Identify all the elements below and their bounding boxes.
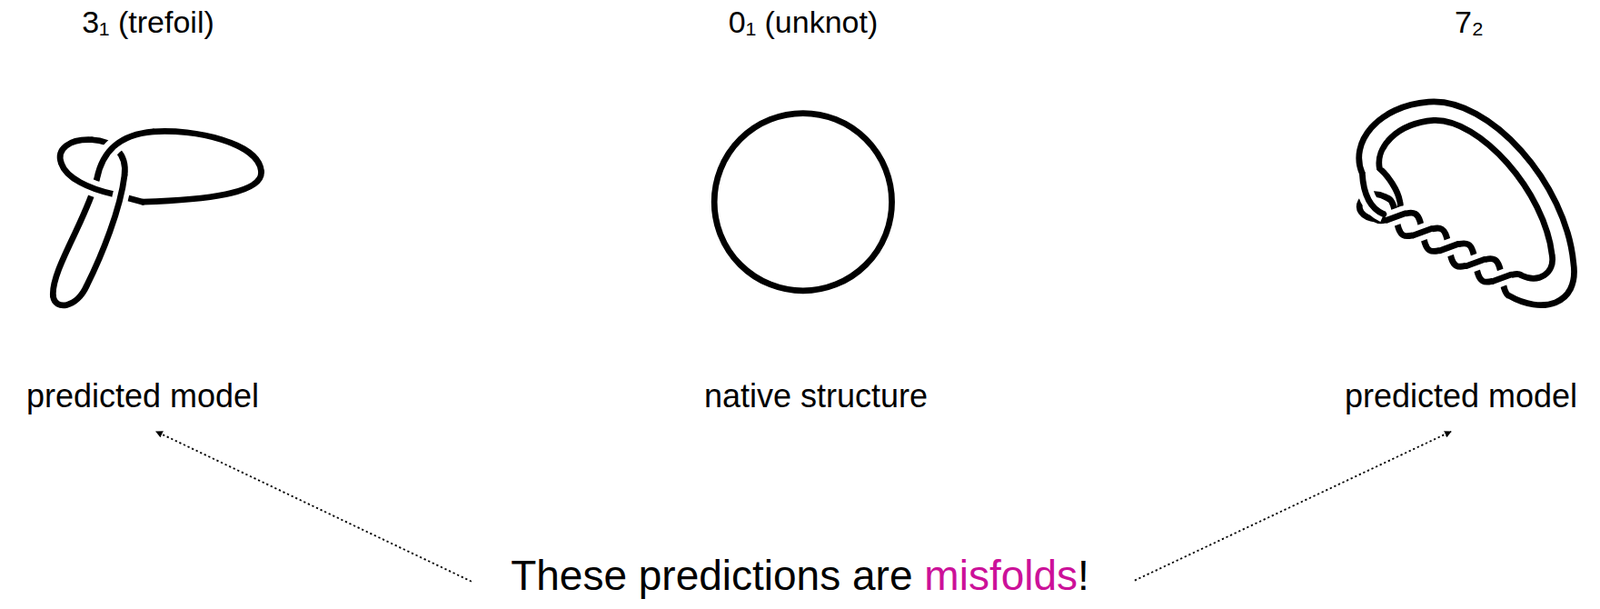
leader-arrow xyxy=(1134,431,1451,581)
caption-text: These predictions are xyxy=(510,552,913,599)
caption-text: ! xyxy=(1077,552,1090,599)
trefoil-knot xyxy=(52,130,261,306)
leader-arrow xyxy=(156,431,472,582)
knot-type-label: 3₁ (trefoil) xyxy=(81,3,215,41)
highlight-word: misfolds xyxy=(924,552,1078,599)
structure-label: native structure xyxy=(704,376,928,416)
twist-knot xyxy=(1359,101,1575,306)
knot-type-label: 7₂ xyxy=(1454,3,1484,41)
model-label: predicted model xyxy=(26,376,259,416)
knot-type-label: 0₁ (unknot) xyxy=(728,3,879,41)
caption-row: These predictions aremisfolds! xyxy=(0,552,1600,599)
model-label: predicted model xyxy=(1344,376,1578,416)
unknot-circle xyxy=(714,113,892,291)
